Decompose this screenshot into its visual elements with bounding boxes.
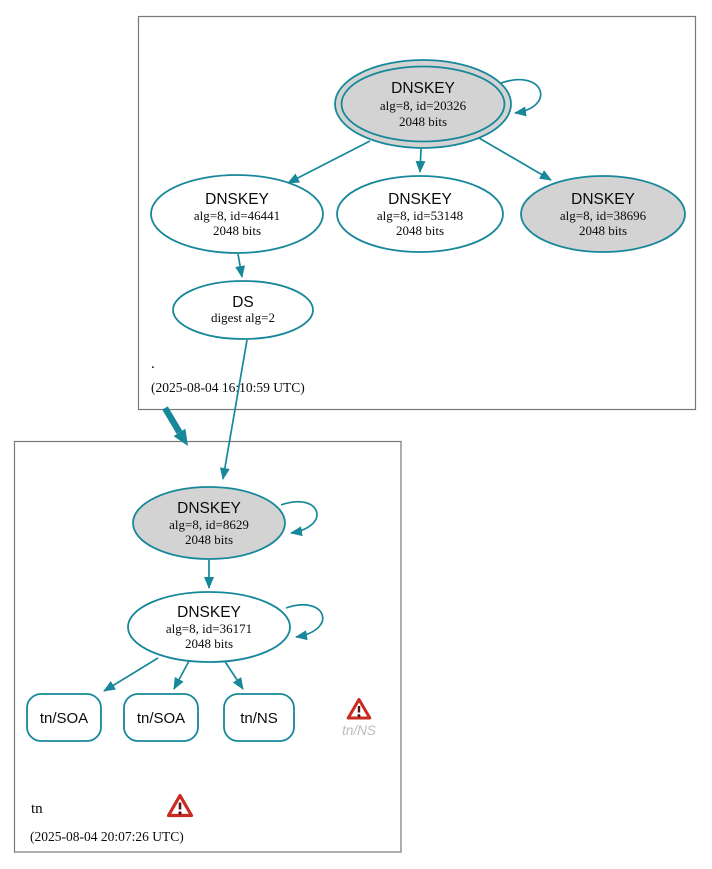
edge-36171-to-soa2 (173, 660, 190, 690)
node-rrset-tn-soa-2-label: tn/SOA (137, 710, 185, 727)
node-dnskey-36171-bits: 2048 bits (185, 636, 233, 651)
node-dnskey-46441[interactable]: DNSKEY alg=8, id=46441 2048 bits (150, 174, 324, 254)
edge-20326-to-46441 (287, 140, 371, 184)
zone-timestamp-tn: (2025-08-04 20:07:26 UTC) (30, 829, 184, 844)
zone-timestamp-root: (2025-08-04 16:10:59 UTC) (151, 380, 305, 395)
zone-warning-icon[interactable] (166, 793, 194, 818)
warning-icon[interactable] (346, 698, 372, 720)
node-dnskey-53148[interactable]: DNSKEY alg=8, id=53148 2048 bits (336, 175, 504, 253)
edge-delegation-shaft (162, 406, 183, 435)
node-dnskey-8629-ellipse[interactable] (132, 486, 286, 560)
node-rrset-tn-soa-1[interactable]: tn/SOA (26, 693, 102, 742)
node-rrset-tn-soa-1-rect[interactable] (26, 693, 102, 742)
node-dnskey-46441-ellipse[interactable] (150, 174, 324, 254)
warning-rrset-tn-ns[interactable]: tn/NS (342, 698, 376, 739)
edge-20326-to-53148 (415, 148, 426, 173)
node-dnskey-36171[interactable]: DNSKEY alg=8, id=36171 2048 bits (127, 591, 291, 663)
node-dnskey-36171-detail: alg=8, id=36171 (166, 621, 252, 636)
node-dnskey-8629-detail: alg=8, id=8629 (169, 517, 249, 532)
node-rrset-tn-soa-2[interactable]: tn/SOA (123, 693, 199, 742)
edge-20326-to-38696 (478, 137, 552, 181)
node-rrset-tn-soa-2-rect[interactable] (123, 693, 199, 742)
node-dnskey-20326-inner-ellipse (340, 65, 506, 143)
node-dnskey-53148-bits: 2048 bits (396, 223, 444, 238)
node-dnskey-20326[interactable]: DNSKEY alg=8, id=20326 2048 bits (334, 59, 512, 149)
warning-exclamation-dot (357, 714, 361, 718)
node-dnskey-46441-detail: alg=8, id=46441 (194, 208, 280, 223)
node-dnskey-53148-title: DNSKEY (388, 191, 452, 208)
node-dnskey-20326-title: DNSKEY (391, 80, 455, 97)
edge-delegation-root-to-tn (162, 406, 188, 446)
edge-8629-selfloop (280, 500, 318, 537)
node-dnskey-46441-title: DNSKEY (205, 191, 269, 208)
node-ds-detail: digest alg=2 (211, 310, 275, 325)
warned-rrset-label: tn/NS (342, 723, 376, 738)
node-dnskey-53148-ellipse[interactable] (336, 175, 504, 253)
node-ds-title: DS (232, 294, 254, 311)
edge-delegation-arrowhead (173, 428, 188, 446)
edge-36171-selfloop (285, 603, 324, 641)
zone-box-tn (13, 440, 402, 853)
edge-ds-to-8629 (219, 339, 248, 480)
node-dnskey-36171-title: DNSKEY (177, 604, 241, 621)
node-dnskey-38696-detail: alg=8, id=38696 (560, 208, 647, 223)
node-rrset-tn-soa-1-label: tn/SOA (40, 710, 88, 727)
node-rrset-tn-ns[interactable]: tn/NS (223, 693, 295, 742)
zone-box-root (137, 15, 697, 411)
node-rrset-tn-ns-label: tn/NS (240, 710, 278, 727)
node-dnskey-8629-bits: 2048 bits (185, 532, 233, 547)
node-dnskey-38696-bits: 2048 bits (579, 223, 627, 238)
node-dnskey-38696[interactable]: DNSKEY alg=8, id=38696 2048 bits (520, 175, 686, 253)
node-dnskey-46441-bits: 2048 bits (213, 223, 261, 238)
node-dnskey-20326-bits: 2048 bits (399, 114, 447, 129)
edge-36171-to-soa1 (103, 657, 159, 692)
node-dnskey-8629[interactable]: DNSKEY alg=8, id=8629 2048 bits (132, 486, 286, 560)
zone-label-tn: tn (31, 801, 43, 817)
node-dnskey-38696-ellipse[interactable] (520, 175, 686, 253)
zone-warning-exclamation-dot (178, 811, 182, 815)
node-dnskey-38696-title: DNSKEY (571, 191, 635, 208)
node-dnskey-20326-detail: alg=8, id=20326 (380, 98, 467, 113)
zone-label-root: . (151, 356, 155, 372)
node-dnskey-53148-detail: alg=8, id=53148 (377, 208, 463, 223)
node-dnskey-8629-title: DNSKEY (177, 500, 241, 517)
node-ds[interactable]: DS digest alg=2 (172, 280, 314, 340)
edge-ksk20326-selfloop (500, 78, 542, 117)
edge-46441-to-ds (235, 253, 246, 278)
node-ds-ellipse[interactable] (172, 280, 314, 340)
edge-36171-to-ns (223, 659, 244, 690)
node-rrset-tn-ns-rect[interactable] (223, 693, 295, 742)
node-dnskey-36171-ellipse[interactable] (127, 591, 291, 663)
